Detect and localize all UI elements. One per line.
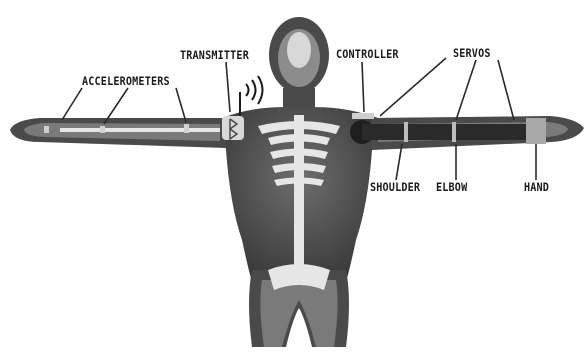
servo-elbow: [452, 122, 456, 142]
label-servos: SERVOS: [453, 46, 491, 60]
label-hand: HAND: [524, 180, 549, 194]
label-shoulder: SHOULDER: [370, 180, 420, 194]
wireless-signal-icon: [246, 76, 263, 104]
prosthetic-arm: [362, 124, 532, 140]
label-transmitter: TRANSMITTER: [180, 48, 249, 62]
label-controller: CONTROLLER: [336, 47, 399, 61]
servo-shoulder: [404, 122, 408, 142]
label-accelerometers: ACCELEROMETERS: [82, 74, 170, 88]
controller-unit: [352, 113, 374, 119]
label-elbow: ELBOW: [436, 180, 467, 194]
prosthetic-hand: [526, 118, 546, 144]
